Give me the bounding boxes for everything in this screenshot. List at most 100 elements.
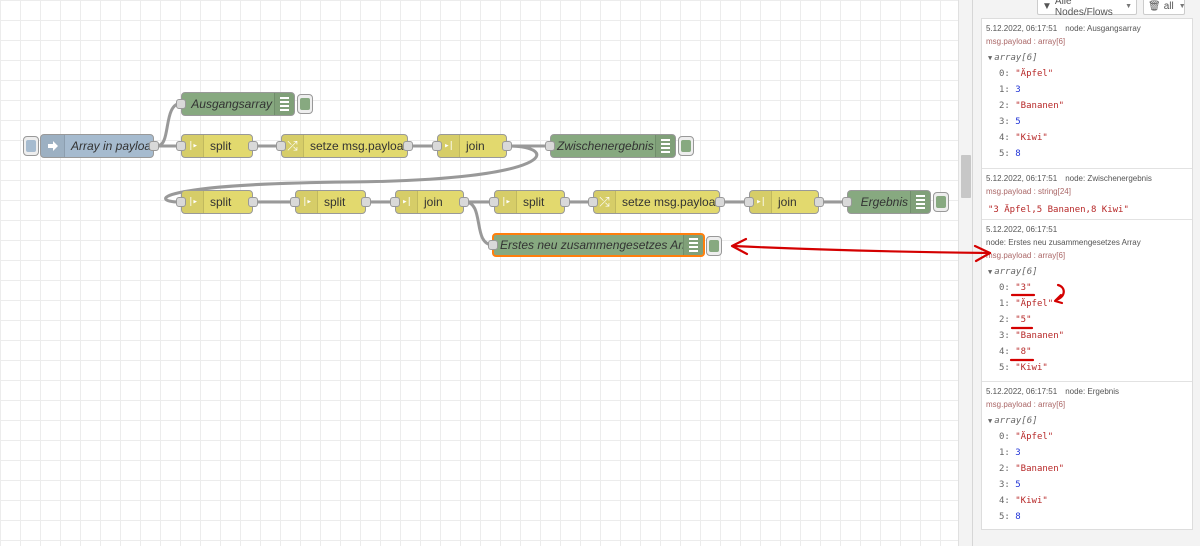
- change-node[interactable]: ⤮ setze msg.payload: [588, 190, 725, 214]
- msg-node-link[interactable]: node: Zwischenergebnis: [1065, 174, 1152, 183]
- split-node[interactable]: |▸ split: [489, 190, 570, 214]
- input-port[interactable]: [276, 141, 286, 151]
- split-node[interactable]: |▸ split: [176, 190, 258, 214]
- debug-toggle[interactable]: [297, 94, 313, 114]
- input-port[interactable]: [176, 99, 186, 109]
- input-port[interactable]: [489, 197, 499, 207]
- join-icon: ▸|: [750, 191, 772, 213]
- debug-toggle[interactable]: [933, 192, 949, 212]
- debug-toggle[interactable]: [678, 136, 694, 156]
- array-item: 1: 3: [999, 448, 1021, 458]
- msg-topic: msg.payload : array[6]: [986, 400, 1066, 409]
- node-label: setze msg.payload: [622, 195, 719, 209]
- node-label: Ausgangsarray: [191, 97, 272, 111]
- inject-arrow-icon: [41, 135, 65, 157]
- output-port[interactable]: [149, 141, 159, 151]
- output-port[interactable]: [248, 197, 258, 207]
- debug-node-ergebnis[interactable]: Ergebnis: [842, 190, 931, 214]
- debug-node-erstes-array[interactable]: Erstes neu zusammengesetzes Array: [488, 233, 705, 257]
- debug-message-list[interactable]: 5.12.2022, 06:17:51 node: Ausgangsarray m…: [981, 18, 1193, 530]
- join-node[interactable]: ▸| join: [432, 134, 512, 158]
- input-port[interactable]: [588, 197, 598, 207]
- split-icon: |▸: [182, 191, 204, 213]
- output-port[interactable]: [459, 197, 469, 207]
- output-port[interactable]: [403, 141, 413, 151]
- split-node[interactable]: |▸ split: [176, 134, 258, 158]
- array-item: 0: "Äpfel": [999, 69, 1054, 79]
- node-label: join: [778, 195, 797, 209]
- msg-tree: ▼array[6] 0: "Äpfel" 1: 3 2: "Bananen" 3…: [986, 50, 1188, 162]
- caret-down-icon: ▼: [988, 417, 993, 425]
- input-port[interactable]: [545, 141, 555, 151]
- flow-workspace[interactable]: Array in payload Ausgangsarray |▸ split …: [0, 0, 958, 546]
- msg-node-link[interactable]: node: Erstes neu zusammengesetzes Array: [986, 238, 1141, 247]
- debug-node-ausgangsarray[interactable]: Ausgangsarray: [176, 92, 295, 116]
- wires-layer: [156, 101, 847, 247]
- debug-node-zwischenergebnis[interactable]: Zwischenergebnis: [545, 134, 676, 158]
- output-port[interactable]: [248, 141, 258, 151]
- array-item: 2: "Bananen": [999, 101, 1065, 111]
- array-item: 0: "Äpfel": [999, 432, 1054, 442]
- array-item: 3: "Bananen": [999, 331, 1065, 341]
- clear-label: all: [1163, 1, 1174, 12]
- input-port[interactable]: [390, 197, 400, 207]
- wire: [156, 101, 183, 148]
- clear-dropdown[interactable]: 🗑 all ▼: [1143, 0, 1186, 15]
- list-icon: [683, 235, 703, 255]
- node-label: setze msg.payload: [310, 139, 407, 153]
- array-item: 4: "Kiwi": [999, 496, 1048, 506]
- input-port[interactable]: [488, 240, 498, 250]
- msg-timestamp: 5.12.2022, 06:17:51: [986, 387, 1058, 396]
- msg-string-value: "3 Äpfel,5 Bananen,8 Kiwi": [988, 205, 1129, 215]
- input-port[interactable]: [290, 197, 300, 207]
- msg-timestamp: 5.12.2022, 06:17:51: [986, 24, 1058, 33]
- debug-sidebar: ▼ Alle Nodes/Flows ▼ 🗑 all ▼ 5.12.2022, …: [972, 0, 1200, 546]
- tree-toggle[interactable]: ▼array[6]: [988, 416, 1038, 426]
- array-item: 1: 3: [999, 85, 1021, 95]
- node-label: split: [210, 139, 232, 153]
- msg-node-link[interactable]: node: Ausgangsarray: [1065, 24, 1141, 33]
- trash-icon: 🗑: [1148, 1, 1161, 12]
- shuffle-icon: ⤮: [282, 135, 304, 157]
- change-node[interactable]: ⤮ setze msg.payload: [276, 134, 413, 158]
- list-icon: [655, 135, 675, 157]
- inject-button[interactable]: [23, 136, 39, 156]
- output-port[interactable]: [361, 197, 371, 207]
- workspace-scrollbar[interactable]: [958, 0, 972, 546]
- tree-toggle[interactable]: ▼array[6]: [988, 53, 1038, 63]
- node-label: split: [324, 195, 346, 209]
- output-port[interactable]: [560, 197, 570, 207]
- node-label: join: [466, 139, 485, 153]
- join-node[interactable]: ▸| join: [390, 190, 469, 214]
- debug-toolbar: ▼ Alle Nodes/Flows ▼ 🗑 all ▼: [973, 0, 1200, 18]
- debug-toggle[interactable]: [706, 236, 722, 256]
- split-icon: |▸: [495, 191, 517, 213]
- node-label: join: [424, 195, 443, 209]
- split-icon: |▸: [296, 191, 318, 213]
- filter-dropdown[interactable]: ▼ Alle Nodes/Flows ▼: [1037, 0, 1137, 18]
- input-port[interactable]: [176, 197, 186, 207]
- tree-toggle[interactable]: ▼array[6]: [988, 267, 1038, 277]
- shuffle-icon: ⤮: [594, 191, 616, 213]
- node-label: Erstes neu zusammengesetzes Array: [500, 238, 683, 252]
- array-item: 3: 5: [999, 117, 1021, 127]
- split-icon: |▸: [182, 135, 204, 157]
- inject-node[interactable]: Array in payload: [40, 134, 159, 158]
- output-port[interactable]: [814, 197, 824, 207]
- array-item: 5: 8: [999, 512, 1021, 522]
- input-port[interactable]: [744, 197, 754, 207]
- output-port[interactable]: [502, 141, 512, 151]
- split-node[interactable]: |▸ split: [290, 190, 371, 214]
- input-port[interactable]: [176, 141, 186, 151]
- join-icon: ▸|: [438, 135, 460, 157]
- input-port[interactable]: [842, 197, 852, 207]
- input-port[interactable]: [432, 141, 442, 151]
- chevron-down-icon: ▼: [1178, 3, 1186, 10]
- output-port[interactable]: [715, 197, 725, 207]
- msg-node-link[interactable]: node: Ergebnis: [1065, 387, 1120, 396]
- join-node[interactable]: ▸| join: [744, 190, 824, 214]
- msg-tree: ▼array[6] 0: "3" 1: "Äpfel" 2: "5" 3: "B…: [986, 264, 1188, 376]
- array-item: 2: "5": [999, 315, 1032, 325]
- scrollbar-thumb[interactable]: [961, 155, 971, 198]
